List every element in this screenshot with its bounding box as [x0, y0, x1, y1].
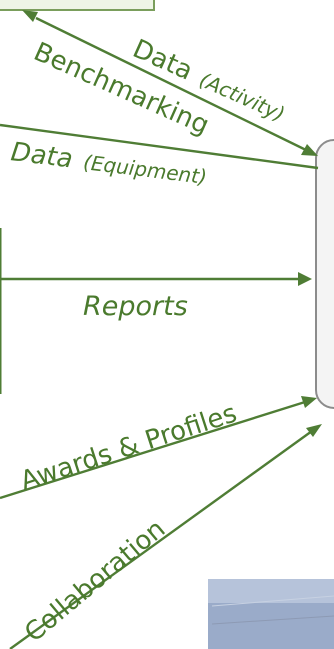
- arrowhead-data-activity: [301, 144, 318, 156]
- arrowhead-collaboration: [306, 424, 322, 437]
- arrowhead-top-left: [22, 10, 38, 22]
- photo-thumbnail: [208, 579, 334, 649]
- reports-label: Reports: [83, 291, 188, 322]
- awards-profiles-label: Awards & Profiles: [17, 398, 241, 496]
- data-equipment-label: Data (Equipment): [9, 137, 209, 191]
- right-node-box: [315, 139, 334, 409]
- edge-collaboration: [9, 430, 313, 649]
- arrowhead-reports: [298, 272, 312, 286]
- benchmarking-label: Benchmarking: [29, 37, 213, 141]
- edge-awards-profiles: [0, 400, 306, 500]
- edge-data-activity-benchmarking: [35, 16, 307, 152]
- arrowhead-awards-profiles: [301, 396, 317, 408]
- top-left-box: [0, 0, 155, 11]
- edge-data-equipment: [0, 123, 319, 170]
- collaboration-label: Collaboration: [19, 514, 171, 648]
